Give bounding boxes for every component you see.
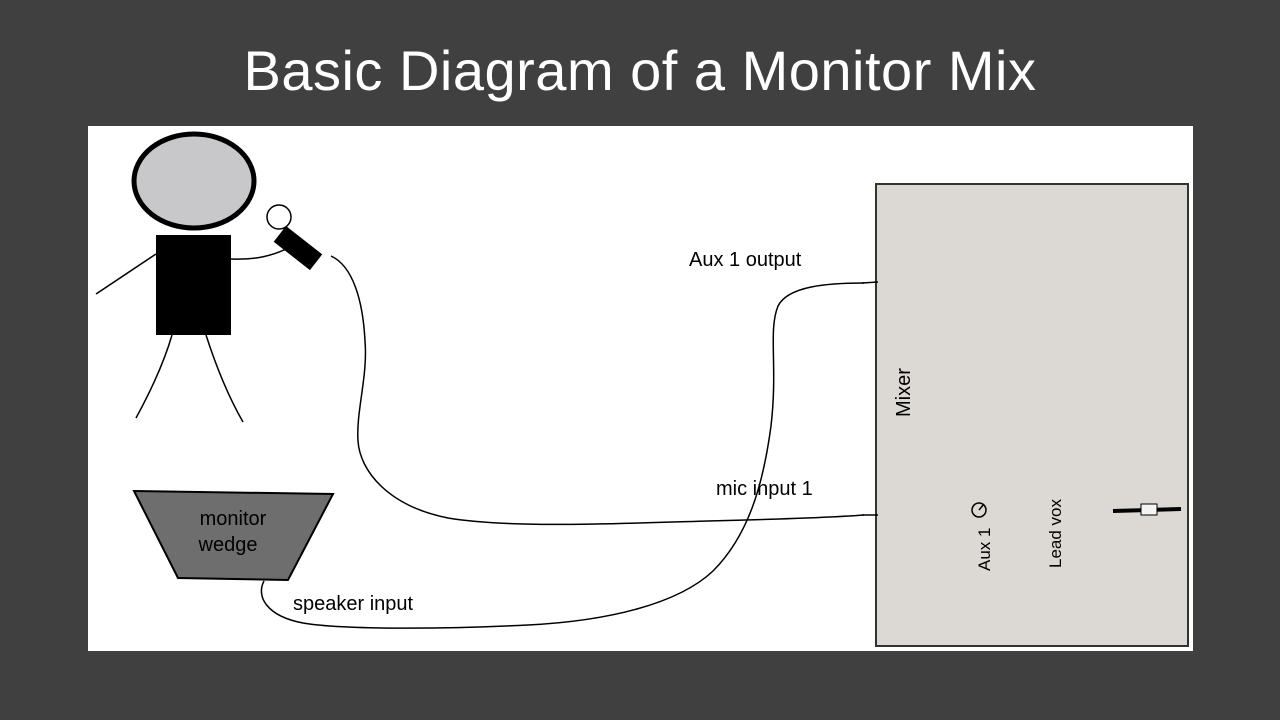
aux-output-jack [861,281,879,284]
torso [156,235,231,335]
channel-label: Lead vox [1046,499,1065,568]
speaker-cable [260,282,865,629]
monitor-wedge: monitor wedge [132,489,335,582]
mixer: Mixer Aux 1 Lead vox [861,183,1189,647]
diagram-svg: Mixer Aux 1 Lead vox [95,131,1189,647]
aux-knob-label: Aux 1 [975,528,994,571]
speaker-input-label: speaker input [293,593,414,615]
fader[interactable] [1112,503,1182,516]
wedge-shape [132,489,335,582]
aux-output-label: Aux 1 output [689,249,802,271]
mixer-body [875,183,1189,647]
left-arm [95,253,157,295]
mic-cable [330,255,865,526]
right-leg [205,334,244,423]
aux-knob-pointer [978,503,985,511]
mic-body [273,225,323,271]
mic-input-label: mic input 1 [716,478,813,500]
head [131,131,257,231]
fader-cap[interactable] [1140,503,1158,516]
performer [95,131,297,423]
wedge-label-line1: monitor [200,508,267,530]
left-leg [135,334,173,419]
mic-grille [266,204,292,230]
wedge-label-line2: wedge [198,534,258,556]
diagram-canvas: Mixer Aux 1 Lead vox [88,126,1193,651]
microphone-icon [266,204,323,271]
slide-title: Basic Diagram of a Monitor Mix [243,39,1037,102]
mixer-label: Mixer [893,368,915,417]
